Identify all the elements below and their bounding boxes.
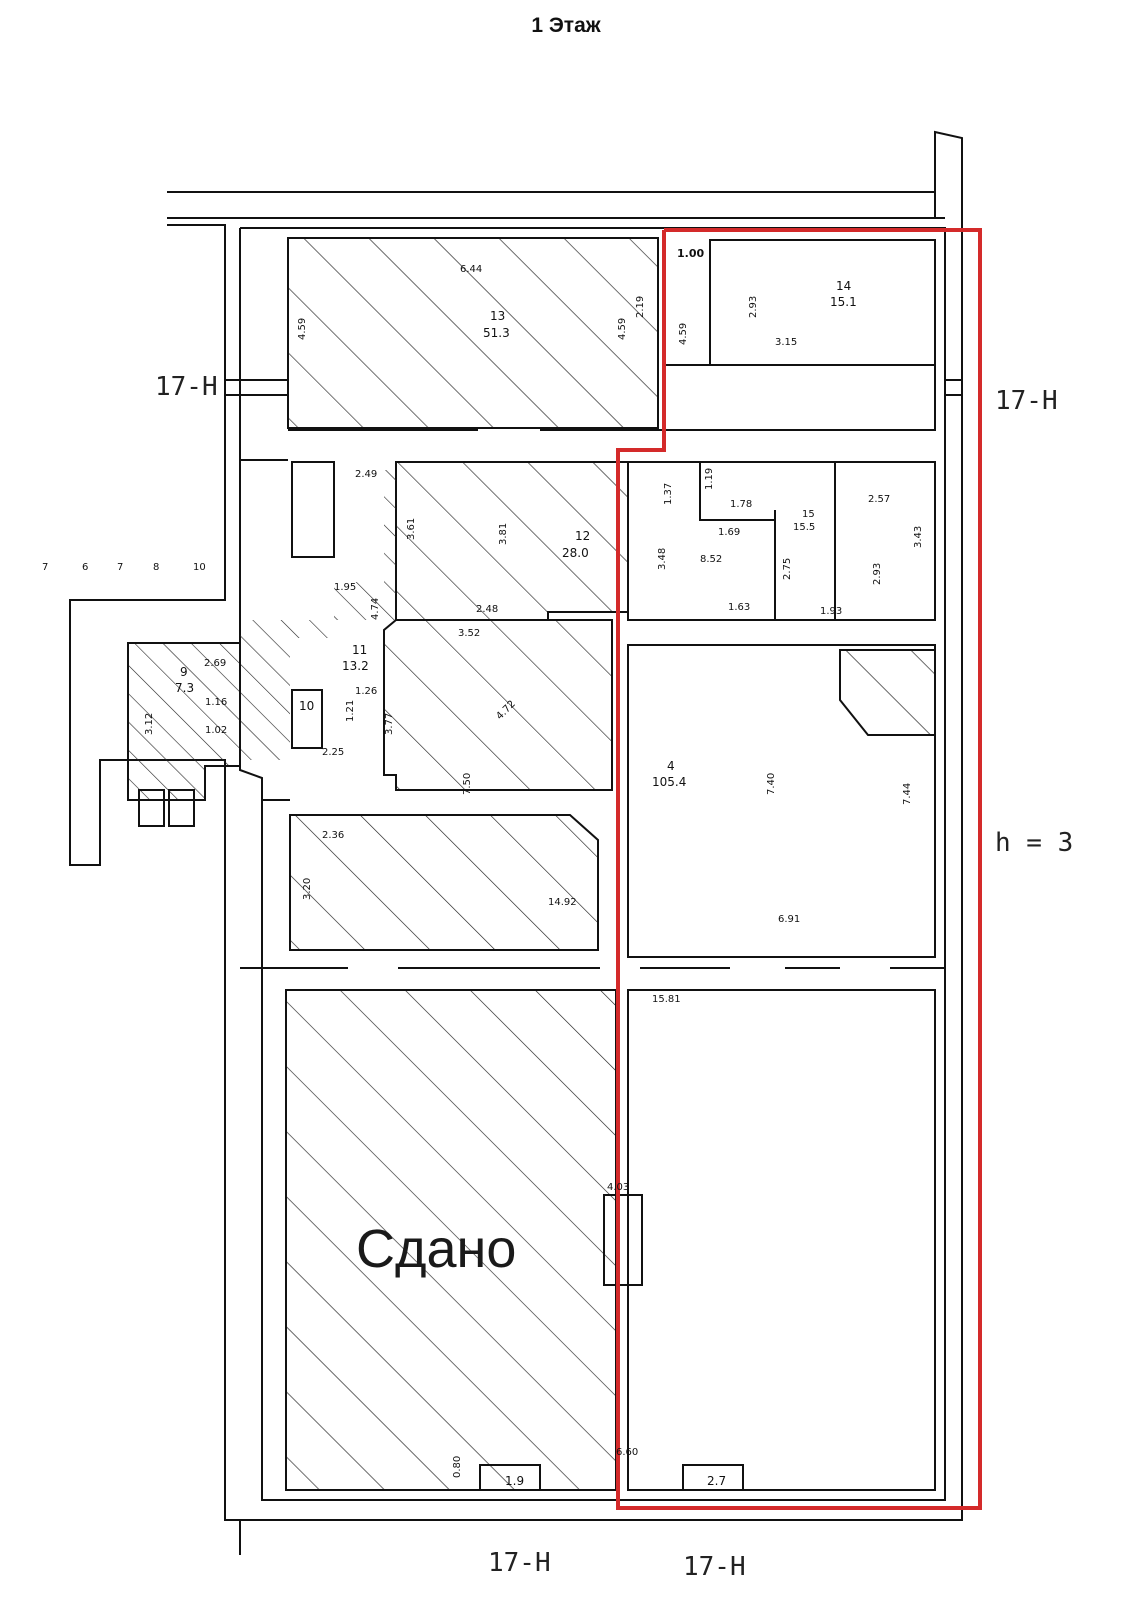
- room-852-dim: 2.75: [782, 558, 793, 580]
- room-14-dim: 2.93: [748, 296, 759, 318]
- room-9-area: 7.3: [175, 681, 194, 695]
- room-hall-dim: 7.50: [462, 773, 473, 795]
- room-10-dim: 2.25: [322, 747, 344, 758]
- room-13-area: 51.3: [483, 326, 510, 340]
- room-12-area: 28.0: [562, 546, 589, 560]
- facade-label: 17-Н: [488, 1548, 551, 1578]
- room-13-dim: 6.44: [460, 264, 482, 275]
- room-11-dim: 3.77: [384, 713, 395, 735]
- room-852-area: 8.52: [700, 554, 722, 565]
- stair-label: 1.9: [505, 1474, 524, 1488]
- room-main-dim: 15.81: [652, 994, 681, 1005]
- room-9-number: 9: [180, 665, 188, 679]
- room-9-dim: 3.12: [144, 713, 155, 735]
- room-14-dim: 4.59: [678, 323, 689, 345]
- room-4-dim: 6.91: [778, 914, 800, 925]
- small-unit-label: 10: [193, 562, 206, 573]
- room-12-dim: 3.81: [498, 523, 509, 545]
- room-13: [287, 237, 659, 429]
- small-unit-label: 7: [42, 562, 48, 573]
- room-13-dim: 2.19: [635, 296, 646, 318]
- room-11-dim: 1.95: [334, 582, 356, 593]
- room-9-dim: 1.16: [205, 697, 227, 708]
- room-4-area: 105.4: [652, 775, 686, 789]
- facade-label: 17-Н: [683, 1552, 746, 1582]
- room-11-number: 11: [352, 643, 367, 657]
- room-9: [127, 642, 241, 801]
- room-hall-dim: 2.36: [322, 830, 344, 841]
- room-4-dim: 7.44: [902, 783, 913, 805]
- room-hall: [383, 619, 613, 791]
- room-4-corner: [839, 649, 936, 736]
- facade-label: 17-Н: [155, 372, 218, 402]
- room-hall-dim: 14.92: [548, 897, 577, 908]
- leased-area-outline: [616, 228, 982, 1510]
- room-11-area: 13.2: [342, 659, 369, 673]
- room-12-dim: 3.61: [406, 518, 417, 540]
- room-10-dim: 1.21: [345, 700, 356, 722]
- small-unit-label: 8: [153, 562, 159, 573]
- room-11-dim: 1.26: [355, 686, 377, 697]
- room-4-dim: 7.40: [766, 773, 777, 795]
- room-15-dim: 3.43: [913, 526, 924, 548]
- ceiling-height-note: h = 3: [995, 828, 1074, 858]
- room-labels: 13 51.3 6.44 4.59 4.59 2.19 1.00 14 15.1…: [42, 247, 924, 1488]
- room-15-dim: 2.57: [868, 494, 890, 505]
- room-852-dim: 1.69: [718, 527, 740, 538]
- room-15-dim: 1.93: [820, 606, 842, 617]
- room-hall-dim: 3.20: [302, 878, 313, 900]
- small-unit-label: 6: [82, 562, 88, 573]
- room-14-dim: 3.15: [775, 337, 797, 348]
- room-15-number: 15: [802, 509, 815, 520]
- facade-label: 17-Н: [995, 386, 1058, 416]
- room-14-92: [289, 814, 599, 951]
- room-main-dim: 4.03: [607, 1182, 629, 1193]
- room-852-dim: 1.37: [663, 483, 674, 505]
- room-15-area: 15.5: [793, 522, 815, 533]
- room-15-dim: 2.93: [872, 563, 883, 585]
- room-13-dim: 4.59: [617, 318, 628, 340]
- room-10-number: 10: [299, 699, 314, 713]
- room-9-dim: 1.02: [205, 725, 227, 736]
- interior-walls: [138, 239, 962, 1555]
- room-14-number: 14: [836, 279, 851, 293]
- room-852-dim: 3.48: [657, 548, 668, 570]
- room-14-dim: 1.00: [677, 247, 704, 260]
- room-12-dim: 2.48: [476, 604, 498, 615]
- floor-title: 1 Этаж: [531, 14, 601, 37]
- room-852-dim: 1.19: [704, 468, 715, 490]
- room-12-number: 12: [575, 529, 590, 543]
- room-11-corridor: [240, 470, 396, 760]
- room-12-dim: 3.52: [458, 628, 480, 639]
- room-14-area: 15.1: [830, 295, 857, 309]
- room-4-number: 4: [667, 759, 675, 773]
- room-11-dim: 4.74: [370, 598, 381, 620]
- room-main-dim: 0.80: [452, 1456, 463, 1478]
- room-852-dim: 1.63: [728, 602, 750, 613]
- stair-label: 2.7: [707, 1474, 726, 1488]
- room-9-dim: 2.69: [204, 658, 226, 669]
- room-12-dim: 2.49: [355, 469, 377, 480]
- small-unit-label: 7: [117, 562, 123, 573]
- room-13-number: 13: [490, 309, 505, 323]
- room-13-dim: 4.59: [297, 318, 308, 340]
- room-main-dim: 6.60: [616, 1447, 638, 1458]
- room-rented: [285, 989, 617, 1491]
- room-12: [395, 461, 629, 621]
- rented-label: Сдано: [356, 1219, 517, 1279]
- room-852-dim: 1.78: [730, 499, 752, 510]
- hatched-rooms: [127, 237, 936, 1491]
